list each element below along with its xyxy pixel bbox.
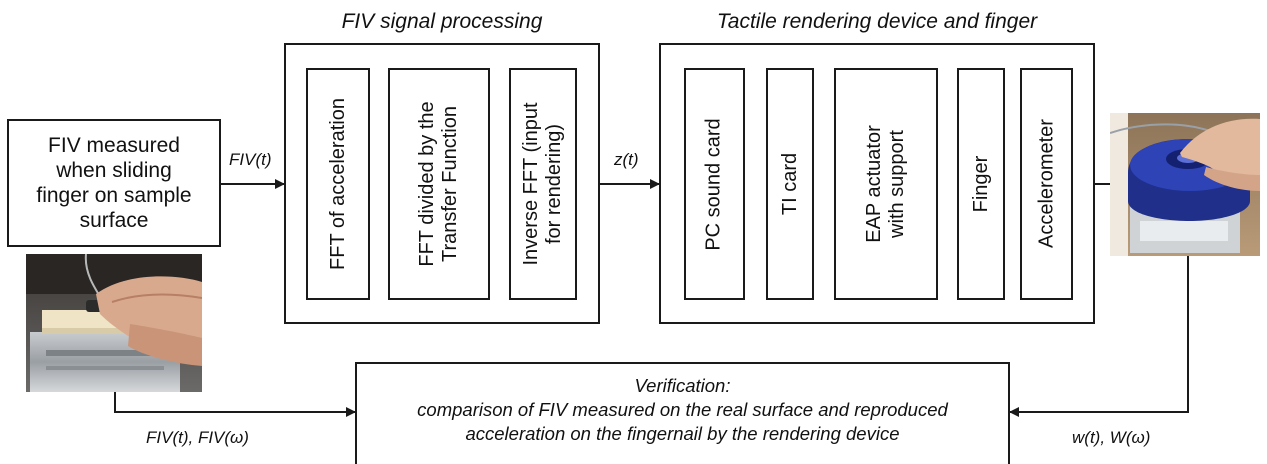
device-title: Tactile rendering device and finger [716,10,1038,33]
fft-acceleration-label: FFT of acceleration [326,98,349,270]
inverse-fft-box [509,68,577,300]
pc-sound-card-label: PC sound card [702,118,725,251]
signal-fiv-t-omega: FIV(t), FIV(ω) [146,428,249,447]
rendering-device-photo [1110,113,1260,256]
signal-z-t: z(t) [614,150,639,169]
verification-line-2: acceleration on the fingernail by the re… [465,423,900,445]
sample-sliding-photo [26,254,202,392]
processing-title: FIV signal processing [341,10,543,33]
signal-w-t-omega: w(t), W(ω) [1072,428,1151,447]
input-line: finger on sample [36,184,192,207]
input-line: when sliding [56,158,172,182]
signal-fiv-t: FIV(t) [229,150,272,169]
pc-sound-card-box [684,68,745,300]
ti-card-box [766,68,814,300]
accelerometer-label: Accelerometer [1035,119,1058,248]
arrow-right-to-verification [1009,256,1189,417]
input-line: surface [79,209,149,233]
verification-title: Verification: [634,375,731,396]
arrow-left-to-verification [114,392,356,417]
finger-label: Finger [969,155,992,213]
input-line: FIV measured [48,133,180,157]
accelerometer-box [1020,68,1073,300]
eap-actuator-box [834,68,938,300]
verification-box: Verification: comparison of FIV measured… [355,362,1010,464]
verification-line-1: comparison of FIV measured on the real s… [417,399,948,421]
finger-box [957,68,1005,300]
fiv-measured-box: FIV measured when sliding finger on samp… [7,119,221,247]
ti-card-label: TI card [778,152,801,216]
fft-divided-box [388,68,490,300]
fft-acceleration-box [306,68,370,300]
